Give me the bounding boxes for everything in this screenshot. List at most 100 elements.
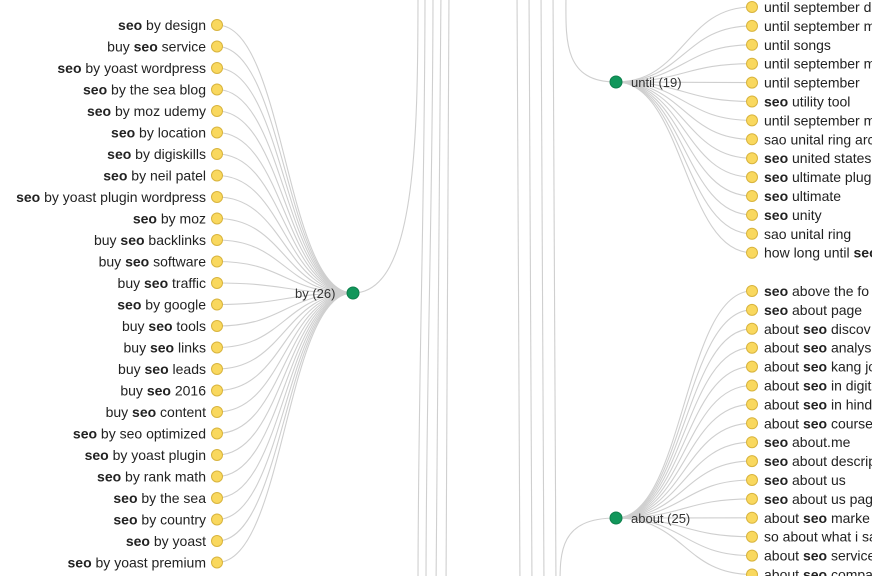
text-span: by the sea blog [107,82,206,98]
leaf-node[interactable] [746,322,758,335]
leaf-node[interactable] [746,246,758,259]
leaf-node[interactable] [211,535,223,547]
leaf-node[interactable] [746,549,758,562]
leaf-node[interactable] [746,530,758,543]
leaf-node[interactable] [746,360,758,373]
text-span: by yoast plugin [109,447,206,463]
hub-node-about[interactable] [609,511,623,525]
leaf-node[interactable] [211,40,223,53]
leaf-label: seo by the sea [113,490,206,506]
leaf-node[interactable] [211,126,223,139]
leaf-node[interactable] [746,455,758,468]
leaf-node[interactable] [211,169,223,182]
leaf-node[interactable] [746,190,758,202]
leaf-node[interactable] [211,513,223,526]
keyword-span: seo [803,510,827,526]
text-span: in digit [827,378,871,394]
leaf-node[interactable] [746,568,758,576]
keyword-span: seo [118,17,142,33]
leaf-node[interactable] [746,341,758,354]
leaf-node[interactable] [746,227,758,240]
leaf-link [615,517,753,557]
hub-link-until [565,0,617,83]
leaf-node[interactable] [211,298,223,311]
keyword-span: seo [145,361,169,377]
leaf-node[interactable] [211,105,223,117]
trunk-link [528,0,533,576]
leaf-node[interactable] [746,152,758,165]
leaf-node[interactable] [211,148,223,160]
leaf-link [216,131,354,294]
leaf-label: about seo marke [764,510,870,526]
keyword-span: seo [132,404,156,420]
leaf-node[interactable] [746,511,758,524]
leaf-label: sao unital ring [764,226,851,242]
leaf-node[interactable] [746,492,758,505]
keyword-span: seo [803,378,827,394]
leaf-label: seo by location [111,125,206,141]
leaf-node[interactable] [746,474,758,486]
leaf-node[interactable] [211,212,223,225]
leaf-link [216,292,354,327]
leaf-node[interactable] [211,556,223,569]
hub-node-by[interactable] [346,286,360,300]
keyword-span: seo [803,548,827,564]
leaf-link [615,441,753,519]
leaf-node[interactable] [211,363,223,375]
leaf-node[interactable] [211,277,223,289]
leaf-node[interactable] [746,379,758,392]
hub-node-until[interactable] [609,75,623,89]
leaf-node[interactable] [746,417,758,430]
leaf-node[interactable] [211,427,223,440]
keyword-span: seo [148,318,172,334]
keyword-span: seo [764,188,788,204]
leaf-node[interactable] [746,114,758,127]
keyword-span: seo [68,555,92,571]
leaf-node[interactable] [746,1,758,13]
leaf-node[interactable] [211,470,223,483]
keyword-span: seo [803,567,827,576]
leaf-node[interactable] [211,406,223,418]
leaf-link [216,67,354,294]
leaf-node[interactable] [746,436,758,449]
leaf-node[interactable] [746,285,758,297]
leaf-node[interactable] [211,191,223,203]
text-span: course [827,415,872,431]
leaf-node[interactable] [746,95,758,108]
keyword-span: seo [113,490,137,506]
leaf-link [216,88,354,294]
leaf-node[interactable] [746,133,758,146]
leaf-node[interactable] [746,208,758,221]
leaf-node[interactable] [746,171,758,184]
text-span: buy [99,254,125,270]
leaf-node[interactable] [211,492,223,504]
leaf-node[interactable] [211,83,223,96]
leaf-node[interactable] [211,341,223,354]
leaf-label: until songs [764,37,831,53]
leaf-label: seo about page [764,302,862,318]
keyword-span: seo [103,168,127,184]
leaf-node[interactable] [211,449,223,461]
leaf-node[interactable] [211,19,223,31]
leaf-node[interactable] [211,62,223,74]
leaf-node[interactable] [211,255,223,268]
keyword-span: seo [764,434,788,450]
leaf-label: seo by yoast wordpress [57,60,206,76]
leaf-node[interactable] [746,76,758,89]
leaf-node[interactable] [211,320,223,332]
text-span: about [764,510,803,526]
leaf-link [216,24,354,294]
leaf-node[interactable] [211,384,223,397]
leaf-node[interactable] [746,38,758,51]
text-span: unity [788,207,821,223]
leaf-node[interactable] [746,19,758,32]
leaf-link [216,292,354,392]
leaf-node[interactable] [746,303,758,316]
leaf-node[interactable] [746,57,758,70]
leaf-label: seo about descrip [764,453,872,469]
leaf-link [615,81,753,254]
leaf-node[interactable] [746,398,758,411]
leaf-node[interactable] [211,234,223,246]
leaf-label: seo by moz udemy [87,103,206,119]
leaf-link [615,81,753,235]
